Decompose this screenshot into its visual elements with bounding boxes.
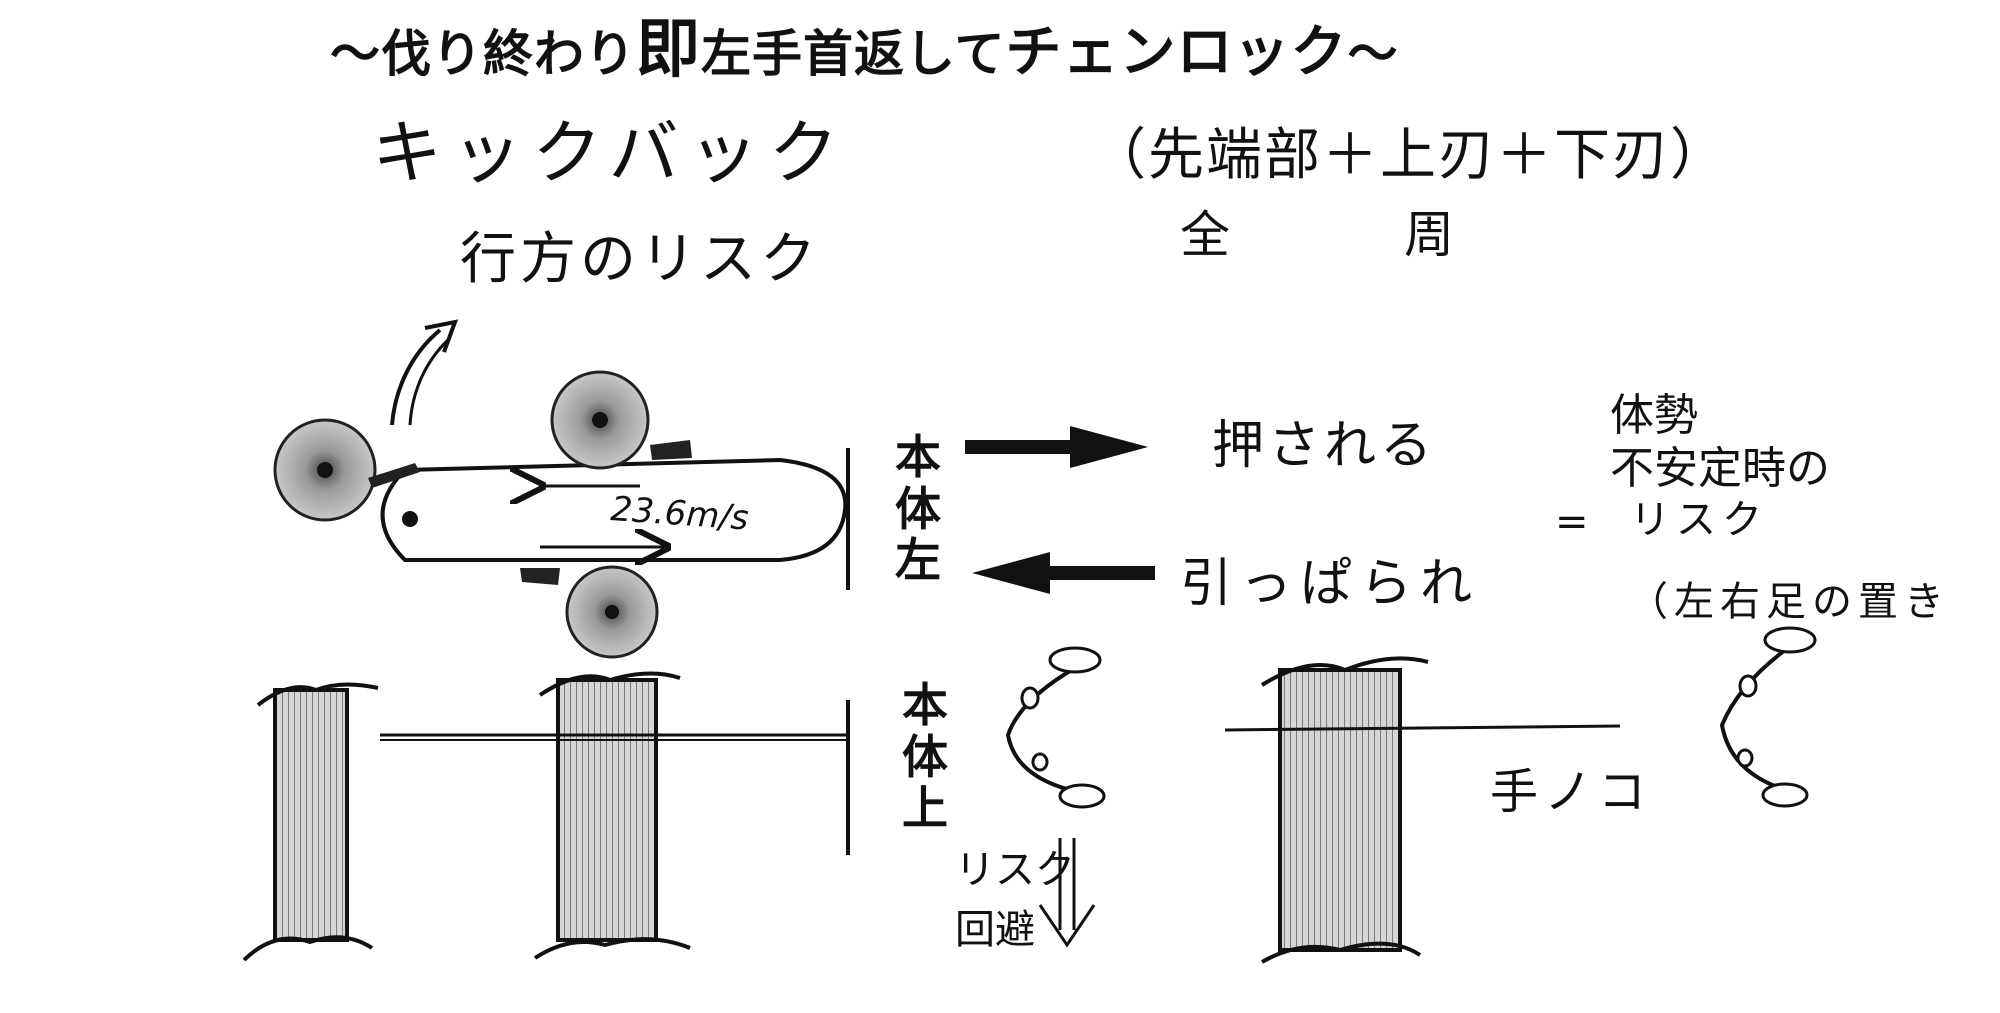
stance-line-2: 不安定時の [1610, 443, 1830, 494]
wheel-bottom [520, 567, 657, 657]
title-suffix: 〜 [1348, 25, 1399, 83]
trunk-right [1262, 658, 1428, 962]
speed-label: 23.6m/s [610, 489, 750, 539]
equals-sign: = [1555, 502, 1589, 542]
page-title: 〜伐り終わり即左手首返してチェンロック〜 [330, 18, 1399, 82]
title-prefix: 〜伐り終わり [330, 25, 636, 83]
pushed-label: 押される [1212, 420, 1436, 472]
trunk-left [244, 684, 378, 960]
stance-line-4: （左右足の置き [1628, 582, 1950, 622]
pulled-arrow [972, 552, 1155, 594]
operator-head-right [1722, 628, 1815, 806]
whole-circumference-label: 全 周 [1180, 210, 1516, 260]
speed-annotation: 23.6m/s [610, 480, 850, 540]
whole-circumference-parts: （先端部＋上刃＋下刃） [1090, 128, 1728, 184]
risk-avoidance-label: リスク 回避 [955, 840, 1075, 960]
body-top-label: 本体上 [900, 680, 950, 835]
handsaw-label: 手ノコ [1490, 768, 1652, 816]
direction-risk-label: 行方のリスク [460, 232, 820, 288]
risk-avoidance-line-1: リスク [955, 847, 1075, 893]
title-emphasis: 即 [636, 13, 701, 87]
trunk-middle [535, 673, 690, 958]
stance-line-3: リスク [1610, 496, 1830, 544]
wheel-top [552, 372, 692, 468]
body-left-label: 本体左 [893, 432, 943, 587]
kickback-curve-arrow [392, 322, 455, 425]
kickback-label: キックバック [372, 118, 849, 188]
operator-head-left [1008, 648, 1104, 807]
stance-risk-block: 体勢 不安定時の リスク [1610, 390, 1830, 544]
stance-line-1: 体勢 [1610, 390, 1698, 441]
risk-avoidance-line-2: 回避 [955, 907, 1035, 953]
pushed-arrow [965, 426, 1148, 468]
pulled-label: 引っぱられ [1180, 558, 1480, 610]
title-chain-lock: チェンロック [1006, 20, 1348, 85]
title-middle: 左手首返して [701, 25, 1006, 83]
